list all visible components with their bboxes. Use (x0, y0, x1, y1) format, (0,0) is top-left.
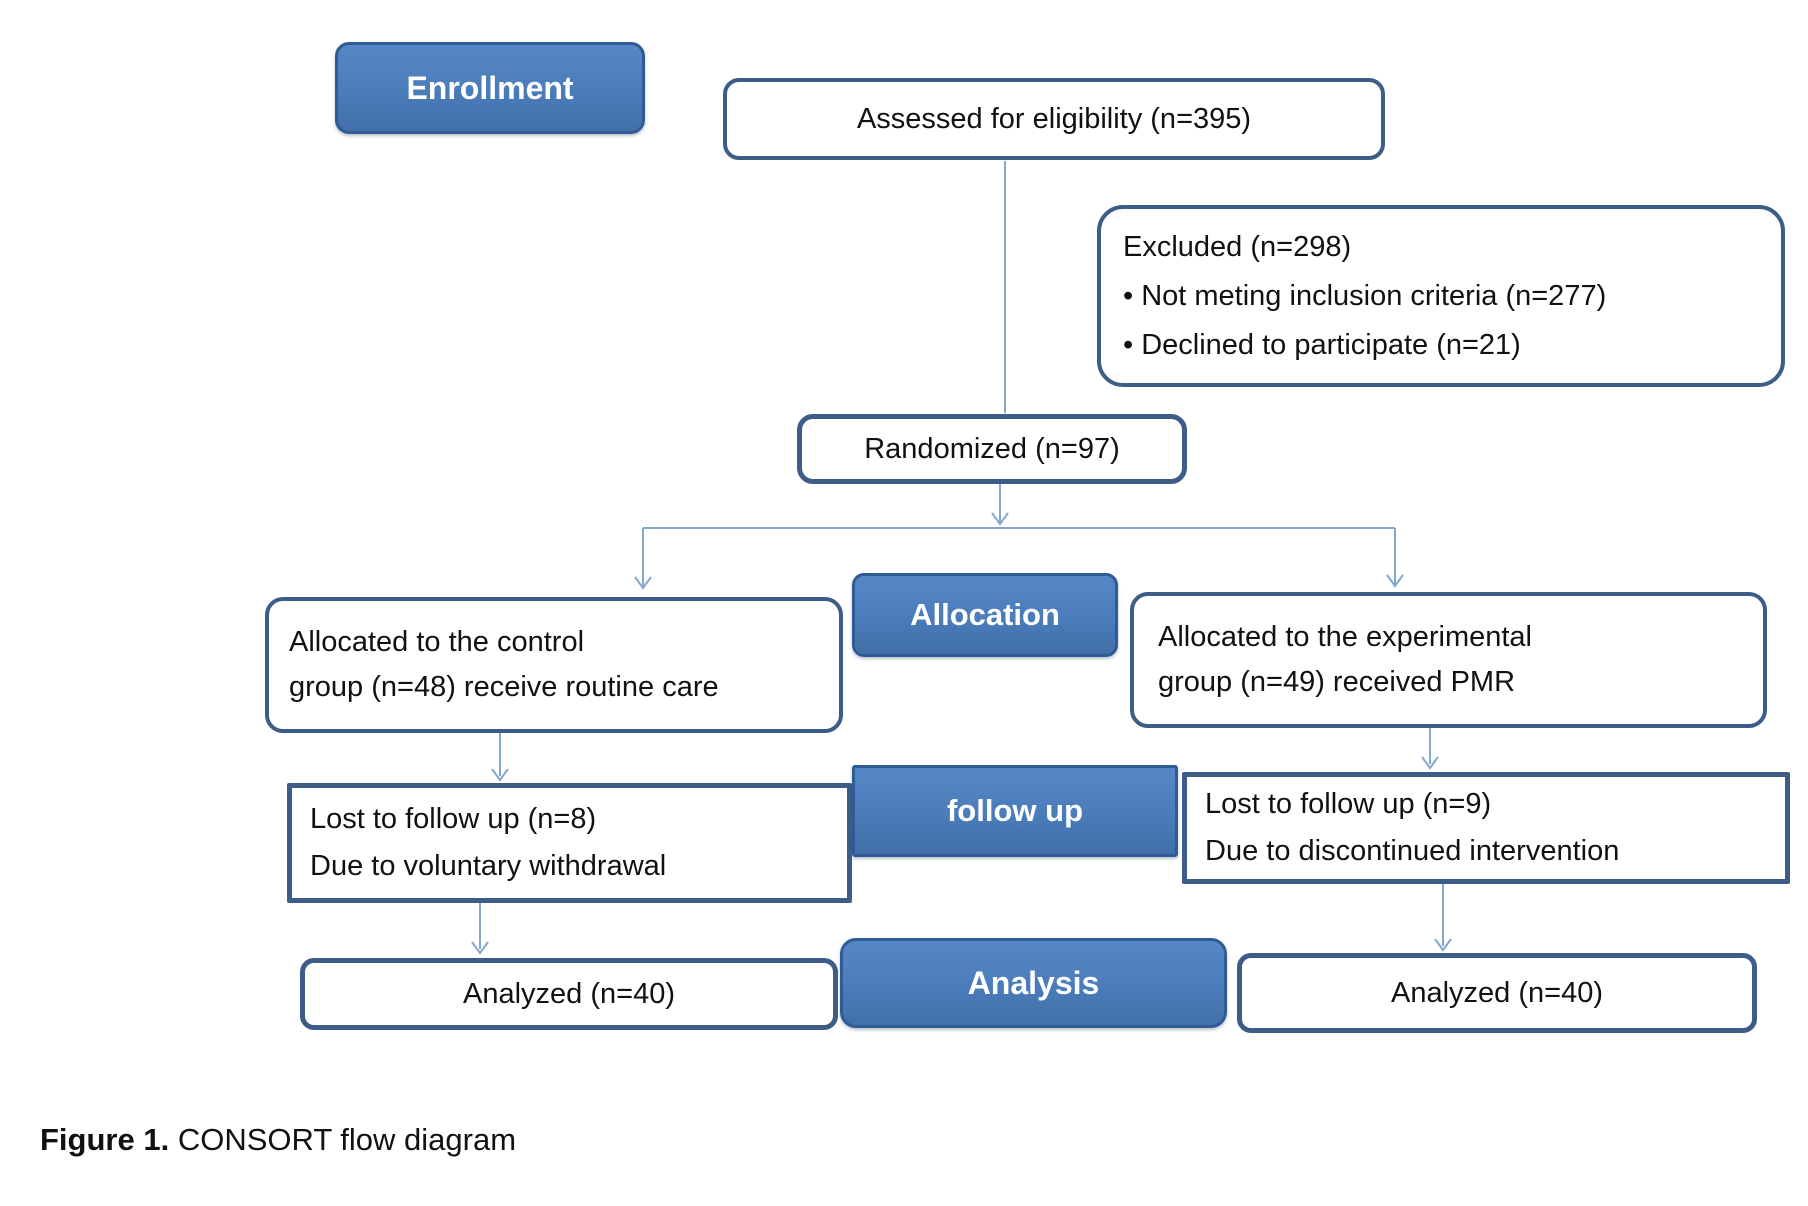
lost-followup-experimental-line: Due to discontinued intervention (1205, 835, 1620, 867)
randomized-box: Randomized (n=97) (797, 414, 1187, 484)
arrowhead-randomized-branch (991, 512, 1009, 526)
enrollment-stage-label: Enrollment (335, 42, 645, 134)
arrowhead-control-followup (491, 768, 509, 782)
figure-caption-text: CONSORT flow diagram (169, 1122, 517, 1157)
analyzed-control-text: Analyzed (n=40) (463, 977, 675, 1010)
analysis-stage-text: Analysis (967, 964, 1100, 1001)
assessed-eligibility-box: Assessed for eligibility (n=395) (723, 78, 1385, 160)
arrowhead-experimental-followup (1421, 756, 1439, 770)
analyzed-experimental-text: Analyzed (n=40) (1391, 976, 1603, 1009)
followup-stage-text: follow up (946, 793, 1084, 828)
allocated-experimental-line: group (n=49) received PMR (1158, 666, 1516, 698)
lost-followup-experimental-box: Lost to follow up (n=9) Due to discontin… (1182, 772, 1790, 884)
arrowhead-experimental-analysis (1434, 938, 1452, 952)
allocated-control-box: Allocated to the control group (n=48) re… (265, 597, 843, 733)
arrowhead-branch-experimental (1386, 574, 1404, 588)
analyzed-control-box: Analyzed (n=40) (300, 958, 838, 1030)
excluded-box: Excluded (n=298) • Not meting inclusion … (1097, 205, 1785, 387)
arrowhead-control-analysis (471, 941, 489, 955)
analyzed-experimental-box: Analyzed (n=40) (1237, 953, 1757, 1033)
lost-followup-control-line: Lost to follow up (n=8) (310, 803, 597, 835)
enrollment-stage-text: Enrollment (406, 69, 574, 106)
allocated-experimental-line: Allocated to the experimental (1158, 621, 1532, 653)
assessed-eligibility-text: Assessed for eligibility (n=395) (856, 102, 1252, 135)
lost-followup-experimental-line: Lost to follow up (n=9) (1205, 788, 1492, 820)
excluded-title: Excluded (n=298) (1123, 230, 1352, 263)
allocated-control-line: Allocated to the control (289, 626, 585, 658)
lost-followup-control-line: Due to voluntary withdrawal (310, 850, 667, 882)
allocation-stage-label: Allocation (852, 573, 1118, 657)
lost-followup-control-box: Lost to follow up (n=8) Due to voluntary… (287, 783, 852, 903)
figure-caption: Figure 1. CONSORT flow diagram (40, 1122, 516, 1158)
figure-caption-label: Figure 1. (40, 1122, 170, 1157)
allocation-stage-text: Allocation (910, 597, 1060, 632)
arrowhead-branch-control (634, 576, 652, 590)
excluded-item: • Not meting inclusion criteria (n=277) (1123, 279, 1607, 312)
allocated-experimental-box: Allocated to the experimental group (n=4… (1130, 592, 1767, 728)
followup-stage-label: follow up (852, 765, 1178, 857)
analysis-stage-label: Analysis (840, 938, 1227, 1028)
randomized-text: Randomized (n=97) (864, 432, 1120, 465)
excluded-item: • Declined to participate (n=21) (1123, 328, 1521, 361)
allocated-control-line: group (n=48) receive routine care (289, 671, 719, 703)
